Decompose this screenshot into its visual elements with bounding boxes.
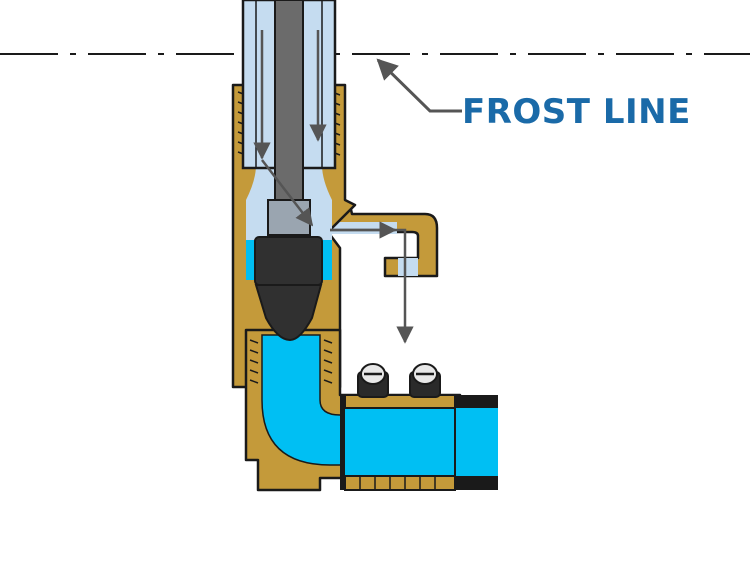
flow-arrows — [253, 30, 414, 344]
hose-clamp-band — [344, 475, 456, 491]
valve-rod — [274, 0, 304, 206]
hose-clamp-screw — [409, 363, 441, 398]
frost-line-arrow — [376, 58, 462, 113]
frost-line-label: FROST LINE — [462, 92, 691, 132]
plunger-seal — [254, 284, 323, 342]
rod-collar — [267, 199, 311, 236]
hose-clamp-band — [344, 394, 456, 409]
spout-outlet-opening — [398, 258, 418, 276]
hose-clamp-screw — [357, 363, 389, 398]
flow-arrow — [261, 159, 314, 227]
plunger — [254, 236, 323, 286]
elbow-threads — [249, 339, 333, 384]
supply-pipe-water — [345, 408, 498, 476]
